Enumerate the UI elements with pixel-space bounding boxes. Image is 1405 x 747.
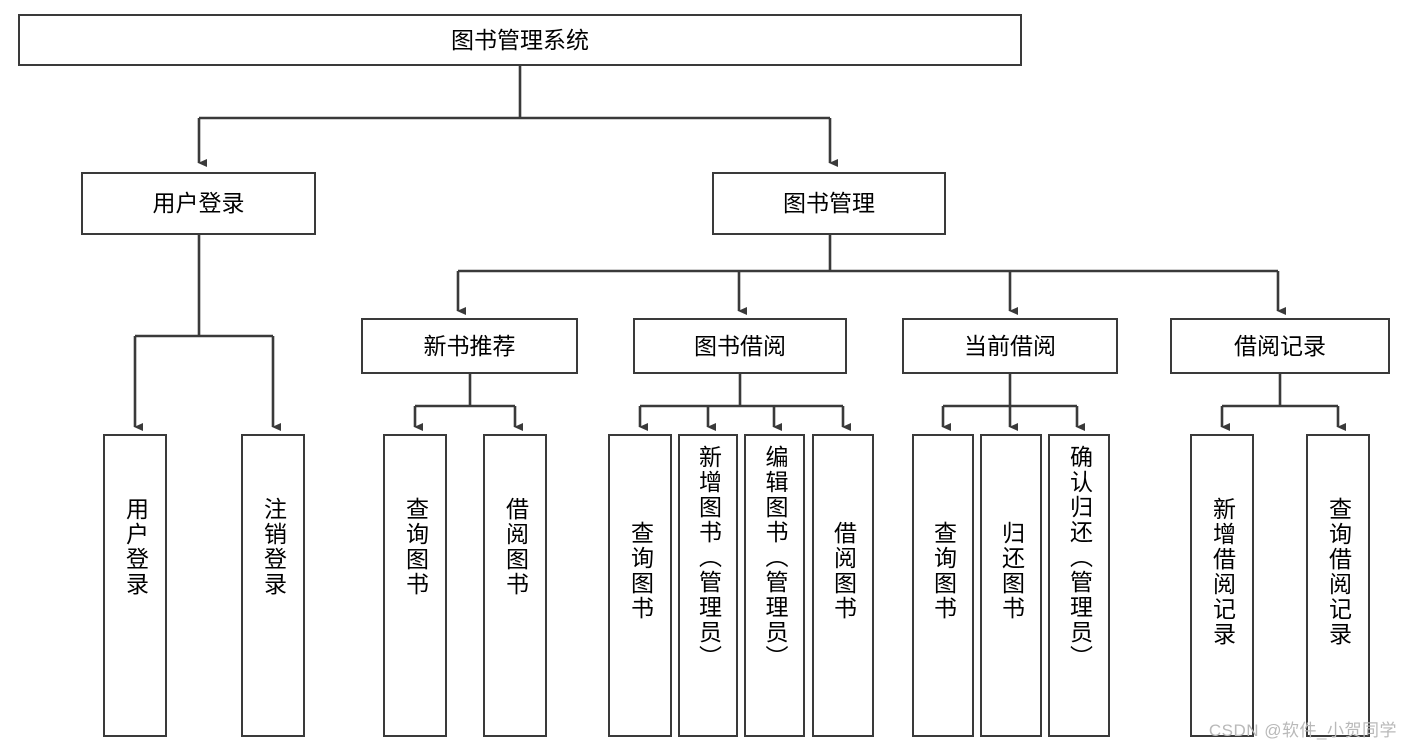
node-book-borrow[interactable]: 图书借阅 [633, 318, 847, 374]
node-label: 归还图书 [998, 521, 1025, 621]
node-label: 用户登录 [122, 497, 149, 597]
node-leaf-query-book-recommend[interactable]: 查询图书 [383, 434, 447, 737]
node-leaf-logout[interactable]: 注销登录 [241, 434, 305, 737]
node-label: 当前借阅 [964, 332, 1056, 359]
node-label: 新增图书（管理员） [695, 445, 722, 670]
node-leaf-return-book[interactable]: 归还图书 [980, 434, 1042, 737]
node-label: 查询图书 [930, 521, 957, 621]
node-leaf-edit-book-admin[interactable]: 编辑图书（管理员） [744, 434, 805, 737]
node-user-login[interactable]: 用户登录 [81, 172, 316, 235]
node-label: 用户登录 [152, 190, 245, 217]
node-label: 图书管理 [783, 190, 875, 217]
node-label: 查询图书 [402, 497, 429, 597]
csdn-watermark: CSDN @软件_小贺同学 [1208, 721, 1397, 740]
node-leaf-query-borrow-record[interactable]: 查询借阅记录 [1306, 434, 1370, 737]
node-label: 借阅图书 [830, 521, 857, 621]
node-book-manage[interactable]: 图书管理 [712, 172, 946, 235]
node-leaf-borrow-book[interactable]: 借阅图书 [812, 434, 874, 737]
node-leaf-confirm-return-admin[interactable]: 确认归还（管理员） [1048, 434, 1110, 737]
node-label: 查询借阅记录 [1325, 497, 1352, 647]
node-label: 新书推荐 [423, 332, 516, 359]
node-leaf-user-login[interactable]: 用户登录 [103, 434, 167, 737]
node-label: 注销登录 [260, 497, 287, 597]
node-label: 图书管理系统 [451, 26, 589, 53]
node-root-system[interactable]: 图书管理系统 [18, 14, 1022, 66]
node-leaf-add-book-admin[interactable]: 新增图书（管理员） [678, 434, 738, 737]
node-borrow-record[interactable]: 借阅记录 [1170, 318, 1390, 374]
node-leaf-borrow-book-recommend[interactable]: 借阅图书 [483, 434, 547, 737]
node-label: 借阅记录 [1234, 332, 1326, 359]
node-label: 新增借阅记录 [1209, 497, 1236, 647]
node-label: 查询图书 [627, 521, 654, 621]
node-label: 图书借阅 [694, 332, 786, 359]
node-leaf-query-book-borrow[interactable]: 查询图书 [608, 434, 672, 737]
node-new-book-recommend[interactable]: 新书推荐 [361, 318, 578, 374]
node-leaf-add-borrow-record[interactable]: 新增借阅记录 [1190, 434, 1254, 737]
node-label: 确认归还（管理员） [1066, 445, 1093, 670]
node-label: 借阅图书 [502, 497, 529, 597]
node-label: 编辑图书（管理员） [762, 445, 788, 670]
node-current-borrow[interactable]: 当前借阅 [902, 318, 1118, 374]
node-leaf-query-book-current[interactable]: 查询图书 [912, 434, 974, 737]
